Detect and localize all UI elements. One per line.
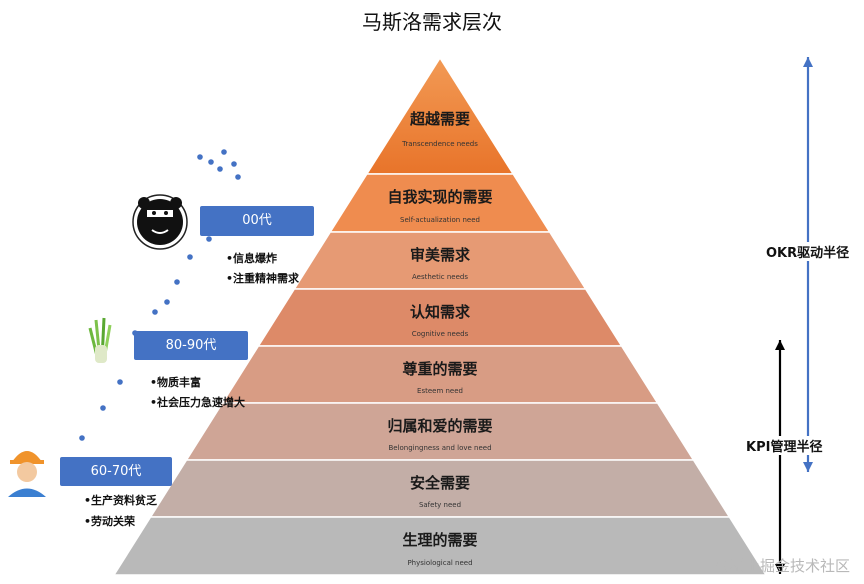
era-bullet: •生产资料贫乏: [84, 494, 158, 507]
pyramid-level-name: 安全需要: [409, 473, 470, 492]
path-dot: [221, 149, 227, 155]
path-dot: [152, 309, 158, 315]
green-onion-icon: [88, 317, 112, 363]
bear-avatar-icon: [132, 194, 188, 250]
diagram-title: 马斯洛需求层次: [362, 10, 502, 34]
path-dot: [208, 159, 214, 165]
dotted-path: [79, 149, 241, 441]
pyramid-level-subtitle: Physiological need: [407, 559, 473, 567]
okr-arrow-head: [803, 57, 813, 67]
path-dot: [206, 236, 212, 242]
path-dot: [217, 166, 223, 172]
pyramid-level-name: 尊重的需要: [402, 359, 478, 378]
era-bullet: •信息爆炸: [226, 252, 278, 265]
era-bullet: •注重精神需求: [226, 272, 300, 285]
okr-arrow-head: [803, 462, 813, 472]
path-dot: [79, 435, 85, 441]
era-box-00: 00代: [200, 206, 314, 236]
path-dot: [117, 379, 123, 385]
kpi-arrow-head: [775, 340, 785, 350]
path-dot: [174, 279, 180, 285]
era-bullet: •物质丰富: [150, 376, 202, 389]
path-dot: [231, 161, 237, 167]
pyramid-level-subtitle: Esteem need: [417, 387, 463, 395]
watermark: @稀土掘金技术社区: [714, 557, 850, 575]
pyramid-level-name: 归属和爱的需要: [387, 416, 493, 435]
kpi-label: KPI管理半径: [746, 436, 823, 455]
pyramid-level-subtitle: Safety need: [418, 501, 462, 509]
pyramid-level-name: 自我实现的需要: [387, 188, 493, 207]
pyramid-level-subtitle: Cognitive needs: [411, 330, 469, 338]
okr-label: OKR驱动半径: [766, 242, 850, 261]
path-dot: [235, 174, 241, 180]
pyramid-level-name: 认知需求: [409, 302, 470, 321]
era-bullet: •社会压力急速增大: [150, 396, 246, 409]
pyramid-level-subtitle: Belongingness and love need: [388, 444, 492, 452]
pyramid-level-subtitle: Aesthetic needs: [411, 273, 468, 281]
era-box-60-70: 60-70代: [60, 457, 172, 486]
pyramid-level-subtitle: Transcendence needs: [402, 140, 478, 148]
pyramid-level-name: 生理的需要: [402, 531, 478, 550]
pyramid-level-name: 超越需要: [409, 110, 470, 128]
pyramid-level-subtitle: Self-actualization need: [400, 216, 480, 224]
worker-helmet-icon: [8, 451, 46, 497]
path-dot: [187, 254, 193, 260]
path-dot: [197, 154, 203, 160]
kpi-arrow-head: [775, 564, 785, 574]
pyramid-level-name: 审美需求: [409, 245, 470, 264]
path-dot: [164, 299, 170, 305]
pyramid-level: [112, 516, 768, 576]
era-box-80-90: 80-90代: [134, 331, 248, 360]
path-dot: [100, 405, 106, 411]
era-bullet: •劳动关荣: [84, 515, 136, 528]
